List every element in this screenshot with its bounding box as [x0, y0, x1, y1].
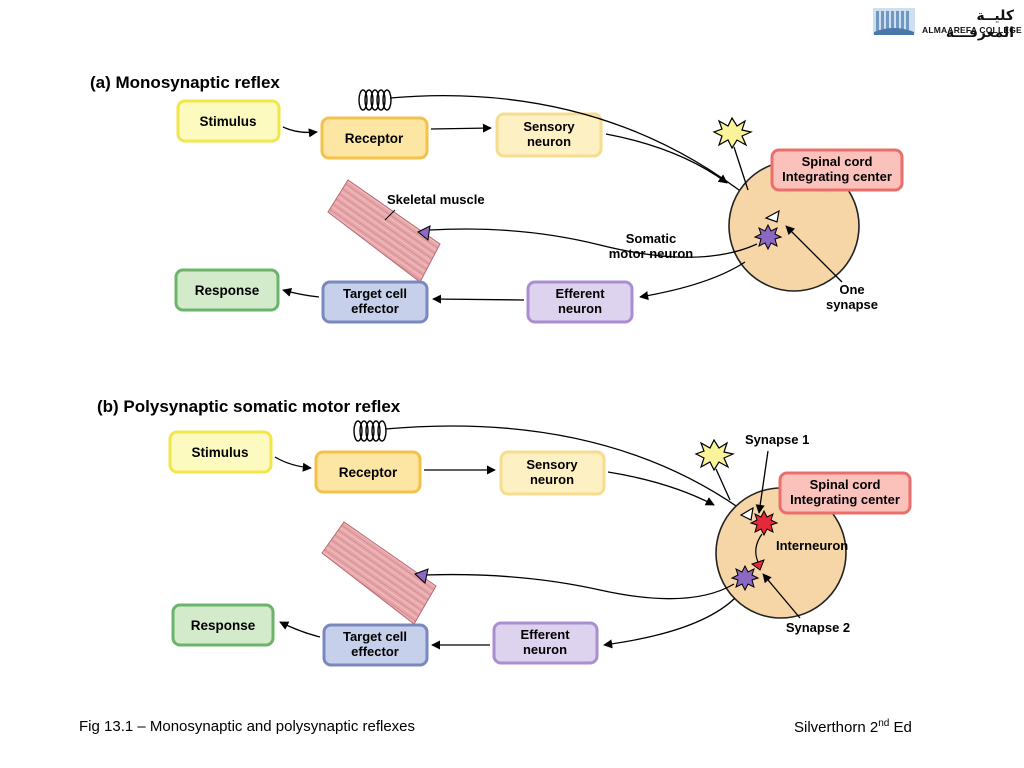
- spinal-label-a-1: Spinal cord: [802, 154, 873, 169]
- sensory-label-b-1: Sensory: [526, 457, 578, 472]
- one-synapse-label-2: synapse: [826, 297, 878, 312]
- stimulus-box-a: Stimulus: [176, 99, 281, 143]
- spinal-label-a-2: Integrating center: [782, 169, 892, 184]
- skeletal-muscle-icon-a: [327, 179, 441, 283]
- book-logo-icon: [873, 8, 915, 35]
- efferent-label-b-2: neuron: [523, 642, 567, 657]
- sensory-cell-body-icon-a: [712, 116, 753, 150]
- target-label-b-1: Target cell: [343, 629, 407, 644]
- spinal-cord-box-b: Spinal cord Integrating center: [778, 471, 912, 515]
- receptor-label-b: Receptor: [339, 465, 398, 480]
- synapse2-label: Synapse 2: [786, 620, 850, 635]
- somatic-label-2: motor neuron: [609, 246, 694, 261]
- logo-arabic-text: كليــة المعرفـــة: [945, 7, 1014, 40]
- stimulus-box-b: Stimulus: [168, 430, 273, 474]
- sensory-label-a-2: neuron: [527, 134, 571, 149]
- skeletal-muscle-label: Skeletal muscle: [387, 192, 485, 207]
- motor-neuron-body-icon-b: [730, 564, 760, 592]
- target-label-a-1: Target cell: [343, 286, 407, 301]
- source-tail: Ed: [889, 719, 912, 736]
- sensory-neuron-box-a: Sensory neuron: [495, 112, 603, 158]
- interneuron-body-icon: [749, 509, 779, 537]
- sensory-neuron-box-b: Sensory neuron: [499, 450, 606, 496]
- skeletal-muscle-icon-b: [321, 521, 437, 625]
- one-synapse-label-1: One: [839, 282, 864, 297]
- target-label-b-2: effector: [351, 644, 399, 659]
- stimulus-label-a: Stimulus: [199, 114, 256, 129]
- panel-a-title: (a) Monosynaptic reflex: [90, 73, 280, 92]
- spinal-label-b-1: Spinal cord: [810, 477, 881, 492]
- efferent-neuron-box-b: Efferent neuron: [492, 621, 599, 665]
- source-caption: Silverthorn 2nd Ed: [794, 718, 912, 736]
- spinal-cord-box-a: Spinal cord Integrating center: [770, 148, 904, 192]
- response-label-b: Response: [191, 618, 256, 633]
- synapse1-label: Synapse 1: [745, 432, 809, 447]
- efferent-label-a-1: Efferent: [555, 286, 605, 301]
- receptor-box-a: Receptor: [320, 116, 429, 160]
- source-sup: nd: [878, 718, 890, 729]
- interneuron-label: Interneuron: [776, 538, 848, 553]
- sensory-cell-body-icon-b: [694, 438, 735, 472]
- synapse1-terminal-icon: [739, 506, 754, 521]
- college-logo: كليــة المعرفـــة ALMAAREFA COLLEGE: [872, 6, 1022, 40]
- response-box-a: Response: [174, 268, 280, 312]
- stimulus-label-b: Stimulus: [191, 445, 248, 460]
- efferent-neuron-box-a: Efferent neuron: [526, 280, 634, 324]
- sensory-label-b-2: neuron: [530, 472, 574, 487]
- figure-caption: Fig 13.1 – Monosynaptic and polysynaptic…: [79, 718, 416, 735]
- receptor-coil-icon: [358, 89, 392, 111]
- panel-b-title: (b) Polysynaptic somatic motor reflex: [97, 397, 401, 416]
- sensory-label-a-1: Sensory: [523, 119, 575, 134]
- somatic-label-1: Somatic: [626, 231, 677, 246]
- target-cell-box-b: Target cell effector: [322, 623, 429, 667]
- receptor-label-a: Receptor: [345, 131, 404, 146]
- receptor-box-b: Receptor: [314, 450, 422, 494]
- efferent-label-a-2: neuron: [558, 301, 602, 316]
- target-label-a-2: effector: [351, 301, 399, 316]
- spinal-label-b-2: Integrating center: [790, 492, 900, 507]
- receptor-coil-icon-b: [353, 420, 387, 442]
- panel-a-monosynaptic: (a) Monosynaptic reflex Stimulus Recepto…: [90, 73, 904, 324]
- response-label-a: Response: [195, 283, 260, 298]
- logo-english-text: ALMAAREFA COLLEGE: [922, 25, 1022, 35]
- synapse-terminal-icon-a: [764, 209, 780, 223]
- motor-neuron-body-icon-a: [753, 223, 783, 251]
- efferent-label-b-1: Efferent: [520, 627, 570, 642]
- panel-b-polysynaptic: (b) Polysynaptic somatic motor reflex St…: [97, 397, 912, 667]
- response-box-b: Response: [171, 603, 275, 647]
- target-cell-box-a: Target cell effector: [321, 280, 429, 324]
- source-main: Silverthorn 2: [794, 719, 879, 736]
- synapse2-terminal-icon: [750, 559, 765, 571]
